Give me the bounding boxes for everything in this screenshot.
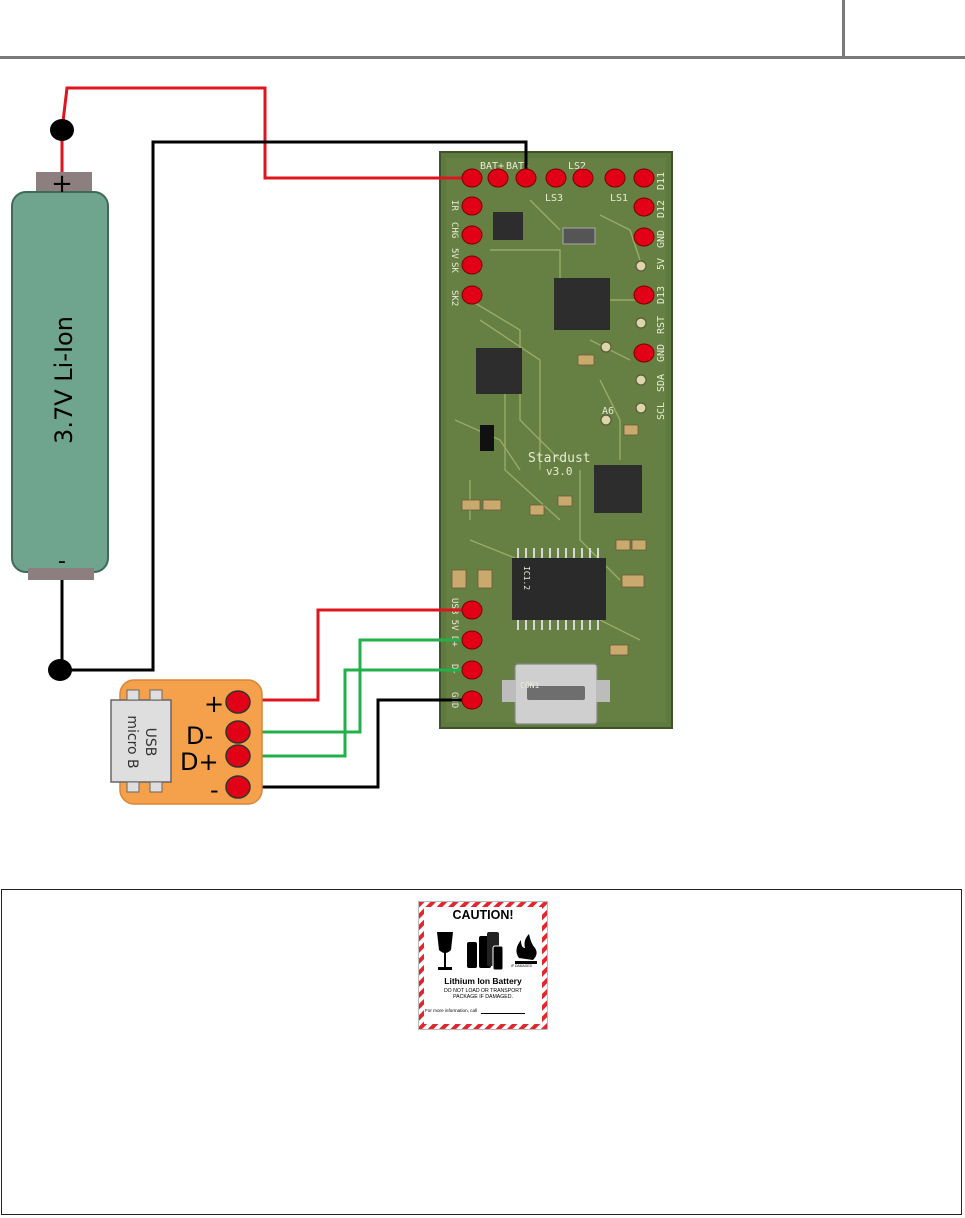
header-column-divider [842,0,845,58]
usb-pin-dplus: D+ [180,748,219,776]
label-ls3: LS3 [545,193,563,204]
usb-pin-plus: + [204,690,224,718]
label-d11: D11 [656,172,667,190]
ic-chip-right [594,465,642,513]
wire-usb-dplus [238,668,472,758]
caution-icons [437,932,537,971]
caution-info-line [481,1013,525,1014]
usb-pads [225,690,251,799]
usb-label-line1: USB [142,728,158,757]
ic-chip-left [476,348,522,394]
wire-battery-negative [60,140,528,672]
connector-label: CON1 [520,681,539,690]
battery-plus-sign: + [51,169,73,199]
wire-usb-ground [238,698,472,789]
stardust-board [439,151,673,729]
label-rst: RST [656,316,667,334]
caution-border [419,902,547,1029]
label-sda: SDA [656,374,667,392]
label-ls2: LS2 [568,161,586,172]
board-name: Stardust [528,451,591,466]
caution-title: CAUTION! [452,908,514,922]
label-chg: CHG [449,222,459,238]
label-d13: D13 [656,286,667,304]
wire-usb-5v [238,608,472,702]
usb-pin-minus: - [210,776,219,804]
wire-battery-positive [60,86,472,180]
label-a6: A6 [602,406,614,417]
chip-label: IC1.2 [522,566,531,590]
label-scl: SCL [656,402,667,420]
label-usb5v: USB 5V [449,598,459,631]
mcu-chip [554,278,610,330]
wiring-diagram: Stardust v3.0 CON1 IC1.2 BAT+ BAT- LS2 L… [11,86,673,805]
fragile-glass-icon [437,932,453,970]
label-d12: D12 [656,200,667,218]
batteries-icon [467,932,504,971]
header-table [0,0,965,59]
flame-icon [515,934,537,964]
usb-breakout [110,679,263,805]
usb-pin-dminus: D- [186,722,213,750]
label-5v-left: 5V [449,248,459,259]
header-bottom-rule [0,56,965,59]
battery-label: 3.7V Li-Ion [50,316,78,444]
caution-info-text: For more information, call [425,1008,478,1013]
flame-caption: IF DAMAGED [511,964,533,968]
board-pads [461,168,655,710]
label-sk2: SK2 [449,290,459,306]
label-gnd-1: GND [656,230,667,248]
caution-heading: Lithium Ion Battery [444,976,522,986]
label-5v: 5V [656,258,667,270]
battery-positive-junction [50,119,74,141]
battery-minus-sign: - [58,549,66,574]
label-ir: IR [449,200,459,211]
battery-negative-junction [48,659,72,681]
label-ls1: LS1 [610,193,628,204]
label-dplus: D+ [449,636,459,647]
label-bat-plus: BAT+ [480,161,504,172]
wire-usb-dminus [238,638,472,734]
board-version: v3.0 [546,465,573,478]
ic12-chip [512,558,606,620]
lithium-battery-caution-label: CAUTION! IF DAMAGED Lithium Ion Battery … [418,901,548,1030]
label-gnd-2: GND [656,344,667,362]
label-bat-minus: BAT- [506,161,530,172]
label-sk: SK [449,262,459,273]
usb-label-line2: micro B [124,715,140,768]
battery-cell [11,172,109,580]
caution-subtext: DO NOT LOAD OR TRANSPORT PACKAGE IF DAMA… [443,988,523,1001]
